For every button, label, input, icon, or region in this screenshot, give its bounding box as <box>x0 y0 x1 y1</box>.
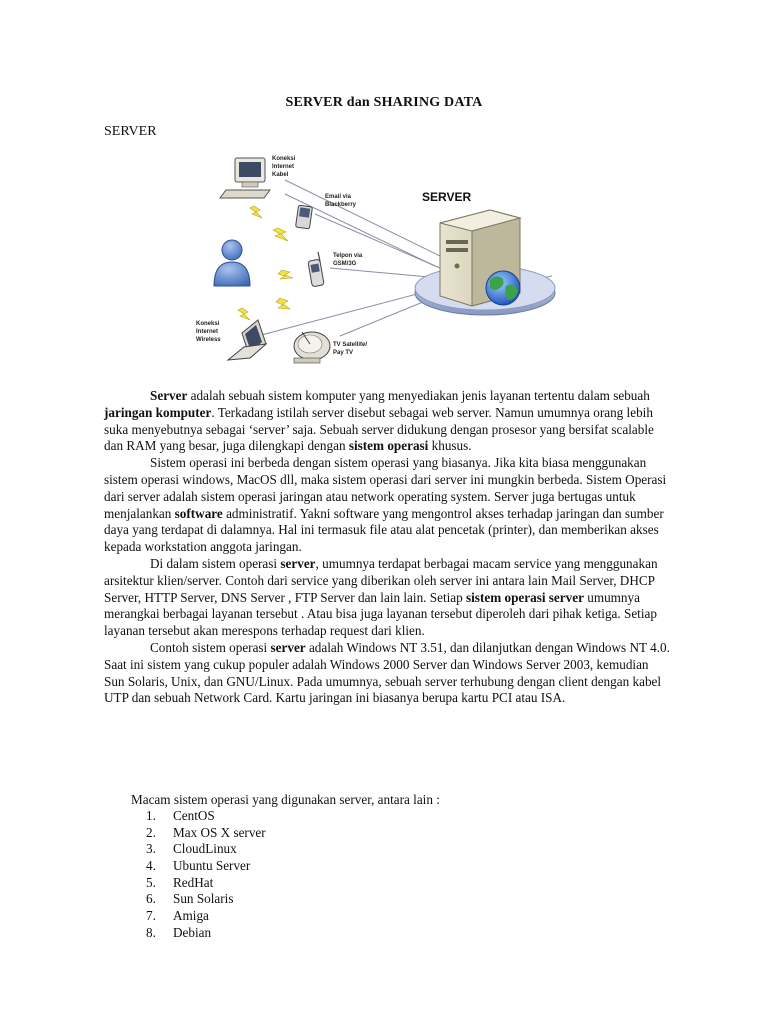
svg-text:Email via: Email via <box>325 194 352 200</box>
list-text: CentOS <box>173 808 215 823</box>
list-item: 5. RedHat <box>146 875 266 892</box>
list-number: 4. <box>146 858 156 874</box>
list-text: Amiga <box>173 908 209 924</box>
list-number: 3. <box>146 841 156 857</box>
bold-term: server <box>280 555 316 571</box>
section-heading-server: SERVER <box>104 124 157 139</box>
list-item: 7. Amiga <box>146 908 266 925</box>
list-number: 1. <box>146 808 156 823</box>
text-run: khusus. <box>428 438 472 454</box>
bold-term: Server <box>150 388 188 403</box>
svg-text:Koneksi: Koneksi <box>272 156 296 162</box>
list-text: CloudLinux <box>173 841 237 857</box>
desktop-computer-icon <box>219 157 271 199</box>
list-text: Sun Solaris <box>173 891 234 907</box>
globe-icon <box>485 270 521 306</box>
list-item: 3. CloudLinux <box>146 841 266 858</box>
paragraph-2: Sistem operasi ini berbeda dengan sistem… <box>104 455 670 556</box>
laptop-icon <box>226 319 268 361</box>
label-phone: Telpon via GSM/3G <box>333 253 363 267</box>
bold-term: sistem operasi <box>348 438 429 454</box>
svg-text:TV Satellite/: TV Satellite/ <box>333 342 367 348</box>
paragraph-4: Contoh sistem operasi server adalah Wind… <box>104 640 670 707</box>
server-network-diagram: SERVER Koneksi Internet Kabel Email via … <box>196 156 556 364</box>
satellite-dish-icon <box>293 331 331 364</box>
svg-text:Pay TV: Pay TV <box>333 350 353 356</box>
connection-lines <box>249 179 553 339</box>
list-item: 8. Debian <box>146 925 266 942</box>
list-item: 2. Max OS X server <box>146 825 266 842</box>
list-number: 6. <box>146 891 156 907</box>
mobile-phone-icon <box>307 251 325 287</box>
user-icon <box>213 239 251 287</box>
lightning-icon <box>237 205 294 321</box>
bold-term: server <box>270 639 306 655</box>
paragraph-3: Di dalam sistem operasi server, umumnya … <box>104 556 670 640</box>
list-item: 1. CentOS <box>146 808 266 825</box>
list-number: 5. <box>146 874 156 890</box>
list-text: Debian <box>173 924 212 940</box>
bold-term: software <box>174 505 223 521</box>
svg-text:Wireless: Wireless <box>196 337 221 343</box>
list-number: 7. <box>146 908 156 924</box>
text-run: umumnya merangkai berbagai layanan terse… <box>104 589 657 639</box>
svg-text:Koneksi: Koneksi <box>196 321 220 327</box>
svg-text:Blackberry: Blackberry <box>325 202 357 208</box>
text-run: Contoh sistem operasi <box>150 639 271 655</box>
list-text: Max OS X server <box>173 824 266 840</box>
bold-term: sistem operasi server <box>466 589 584 605</box>
text-run: administratif. Yakni software yang mengo… <box>104 505 664 555</box>
svg-text:Kabel: Kabel <box>272 172 289 178</box>
list-item: 6. Sun Solaris <box>146 891 266 908</box>
label-blackberry: Email via Blackberry <box>325 194 357 208</box>
text-run: adalah sebuah sistem komputer yang menye… <box>187 388 650 403</box>
document-title: SERVER dan SHARING DATA <box>285 95 483 110</box>
paragraph-1: Server adalah sebuah sistem komputer yan… <box>104 388 670 455</box>
label-tv: TV Satellite/ Pay TV <box>333 342 367 356</box>
bold-term: jaringan komputer <box>104 404 212 420</box>
text-run: Sistem operasi ini berbeda dengan sistem… <box>104 455 667 521</box>
text-run: adalah Windows NT 3.51, dan dilanjutkan … <box>104 639 670 706</box>
body-text: Server adalah sebuah sistem komputer yan… <box>104 388 670 707</box>
os-list: 1.CentOS 2.Max OS X server 3.CloudLinux … <box>146 808 266 942</box>
list-text: RedHat <box>173 874 214 890</box>
svg-text:Telpon via: Telpon via <box>333 253 363 259</box>
svg-text:Internet: Internet <box>196 329 218 335</box>
list-number: 2. <box>146 824 156 840</box>
list-intro: Macam sistem operasi yang digunakan serv… <box>131 792 440 807</box>
text-run: , umumnya terdapat berbagai macam servic… <box>104 555 658 605</box>
svg-text:GSM/3G: GSM/3G <box>333 261 357 267</box>
label-wired: Koneksi Internet Kabel <box>272 156 296 178</box>
list-item: 4. Ubuntu Server <box>146 858 266 875</box>
figure-server-label: SERVER <box>422 190 471 204</box>
text-run: . Terkadang istilah server disebut sebag… <box>104 404 654 454</box>
list-number: 8. <box>146 924 156 940</box>
smartphone-icon <box>295 204 313 230</box>
svg-text:Internet: Internet <box>272 164 294 170</box>
list-text: Ubuntu Server <box>173 858 251 874</box>
label-wireless: Koneksi Internet Wireless <box>196 321 221 343</box>
text-run: Di dalam sistem operasi <box>150 555 281 571</box>
